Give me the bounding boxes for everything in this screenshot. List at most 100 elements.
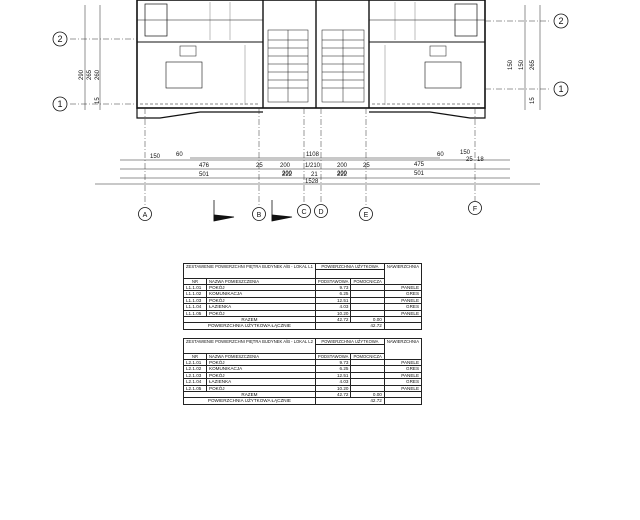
row-finish: PANELE (383, 309, 423, 318)
dim-right-18: 18 (477, 157, 484, 163)
sum-label: RAZEM (183, 315, 316, 324)
stair-right (321, 29, 365, 103)
dim-v-15-r: 15 (530, 97, 536, 104)
axis-bubble-C (297, 204, 311, 218)
row-finish: PANELE (383, 283, 423, 292)
dim-v-260: 260 (95, 69, 101, 80)
col-finish-header: NAWIERZCHNIA (383, 263, 423, 285)
dim-v-150-b: 150 (519, 59, 525, 70)
bed-right (424, 61, 462, 89)
dim-v-265: 265 (87, 69, 93, 80)
table-row: L1.1.04 ŁAZIENKA 4.03 GRES (183, 303, 423, 311)
table-row: L1.1.05 POKÓJ 10.20 PANELE (183, 309, 423, 318)
sum-label: RAZEM (183, 390, 316, 399)
dimension-texts: 150 60 25 200 1/210 200 25 60 150 476 20… (150, 150, 484, 185)
floor-plan-drawing: 150 60 25 200 1/210 200 25 60 150 476 20… (52, 0, 569, 222)
row-nr: L2.1.01 (183, 358, 207, 367)
axis-label-F: F (473, 206, 477, 213)
row-nr: L1.1.04 (183, 303, 207, 311)
col-aux-header: POMOCNICZA (350, 353, 385, 360)
row-nr: L1.1.02 (183, 290, 207, 298)
bathtub-left (144, 3, 168, 37)
col-area-header: POWIERZCHNIA UŻYTKOWA (314, 263, 385, 270)
dim-v-265-r: 265 (530, 59, 536, 70)
row-axis-bubbles: 2 1 2 1 (52, 13, 569, 112)
axis-label-1-right: 1 (558, 84, 563, 94)
total-value: 42.72 (314, 322, 385, 330)
axis-bubble-2-right (553, 13, 569, 29)
table-title: ZESTAWIENIE POWIERZCHNI PIĘTRA BUDYNEK A… (183, 263, 316, 279)
area-table-lokal-l2: ZESTAWIENIE POWIERZCHNI PIĘTRA BUDYNEK A… (183, 338, 423, 405)
total-value: 42.72 (314, 397, 385, 405)
col-finish-header: NAWIERZCHNIA (383, 338, 423, 360)
row-nr: L2.1.04 (183, 378, 207, 386)
table-total-row: POWIERZCHNIA UŻYTKOWA ŁĄCZNIE 42.72 (183, 397, 423, 405)
axis-bubble-2-left (52, 31, 68, 47)
axis-lines-vertical (144, 108, 476, 207)
row-nr: L1.1.03 (183, 296, 207, 305)
dimension-lines (84, 5, 541, 185)
axis-bubble-E (359, 207, 373, 221)
axis-bubble-B (252, 207, 266, 221)
dim-200-left: 200 (280, 163, 291, 169)
axis-label-B: B (257, 212, 262, 219)
col-basic-header: PODSTAWOWA (314, 278, 352, 285)
axis-bubble-1-right (553, 81, 569, 97)
dim-1108: 1108 (306, 152, 320, 158)
table-sum-row: RAZEM 42.72 0.00 (183, 315, 423, 324)
bed-left (165, 61, 203, 89)
axis-label-2-right: 2 (558, 16, 563, 26)
total-label: POWIERZCHNIA UŻYTKOWA ŁĄCZNIE (183, 397, 316, 405)
dim-200-right: 200 (337, 163, 348, 169)
total-label: POWIERZCHNIA UŻYTKOWA ŁĄCZNIE (183, 322, 316, 330)
section-markers (213, 200, 293, 222)
axis-bubble-A (138, 207, 152, 221)
vertical-dimension-texts: 290 265 260 15 150 150 265 15 (79, 59, 536, 104)
dim-475: 475 (414, 162, 425, 168)
row-nr: L2.1.02 (183, 365, 207, 373)
row-finish: PANELE (383, 296, 423, 305)
row-nr: L1.1.01 (183, 283, 207, 292)
dim-501-right: 501 (414, 171, 425, 177)
axis-label-C: C (301, 209, 306, 216)
dim-v-15: 15 (95, 97, 101, 104)
dim-21: 21 (311, 172, 318, 178)
axis-label-E: E (364, 212, 369, 219)
stair-left (267, 29, 309, 103)
table-total-row: POWIERZCHNIA UŻYTKOWA ŁĄCZNIE 42.72 (183, 322, 423, 330)
table-title: ZESTAWIENIE POWIERZCHNI PIĘTRA BUDYNEK A… (183, 338, 316, 354)
row-nr: L2.1.05 (183, 384, 207, 393)
row-finish: PANELE (383, 384, 423, 393)
dim-200-a: 200 (282, 171, 293, 177)
dim-210-center: 1/210 (305, 163, 321, 169)
dim-150-right: 150 (460, 150, 471, 156)
row-nr: L1.1.05 (183, 309, 207, 318)
table-header-row: ZESTAWIENIE POWIERZCHNI PIĘTRA BUDYNEK A… (183, 263, 423, 285)
total-finish-empty (383, 322, 423, 330)
col-aux-header: POMOCNICZA (350, 278, 385, 285)
dim-501-left: 501 (199, 172, 210, 178)
col-area-spacer (314, 269, 385, 279)
dim-v-150-a: 150 (508, 59, 514, 70)
col-basic-header: PODSTAWOWA (314, 353, 352, 360)
axis-bubble-D (314, 204, 328, 218)
axis-lines-horizontal (70, 20, 550, 105)
axis-label-1-left: 1 (57, 99, 62, 109)
axis-label-D: D (318, 209, 323, 216)
dim-1528: 1528 (305, 179, 319, 185)
dim-60-left: 60 (176, 152, 183, 158)
dim-25-left: 25 (256, 163, 263, 169)
dim-222-left: 222 (282, 172, 293, 178)
dim-60-right: 60 (437, 152, 444, 158)
col-area-spacer (314, 344, 385, 354)
wall-hatching (209, 2, 416, 105)
dim-200-b: 200 (337, 171, 348, 177)
dim-476: 476 (199, 163, 210, 169)
axis-bubble-F (468, 201, 482, 215)
dim-25-right: 25 (363, 163, 370, 169)
table-header-row: ZESTAWIENIE POWIERZCHNI PIĘTRA BUDYNEK A… (183, 338, 423, 360)
dim-right-25: 25 (466, 157, 473, 163)
area-table-lokal-l1: ZESTAWIENIE POWIERZCHNI PIĘTRA BUDYNEK A… (183, 263, 423, 330)
bathtub-right (454, 3, 478, 37)
total-finish-empty (383, 397, 423, 405)
